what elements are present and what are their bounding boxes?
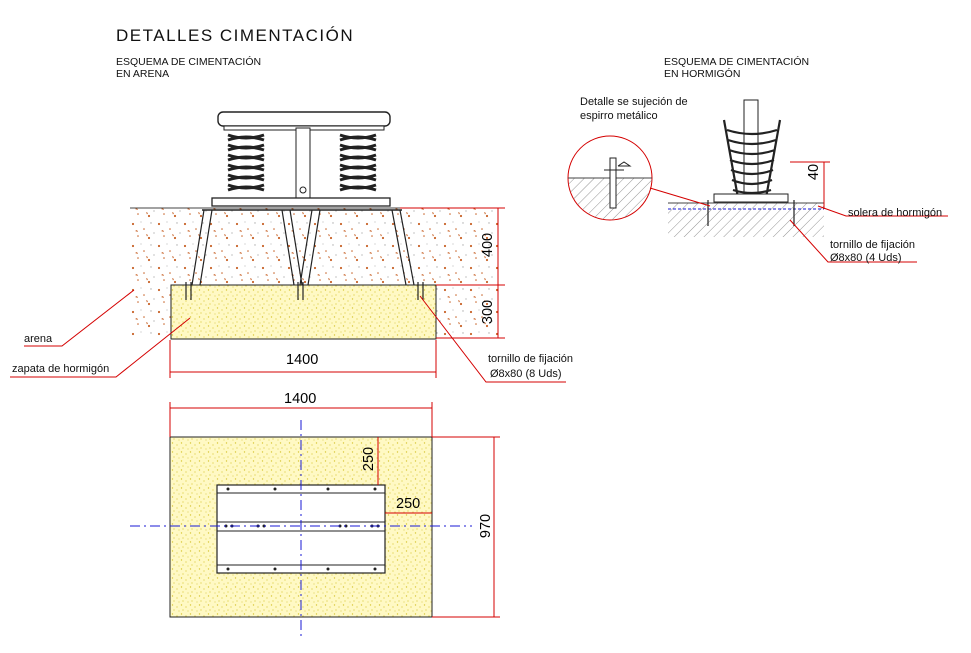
dim-plan-depth: 970 — [478, 513, 495, 539]
seat-plate — [217, 111, 391, 127]
sand-scheme-title-1: ESQUEMA DE CIMENTACIÓN — [116, 56, 262, 68]
concrete-scheme-title-1: ESQUEMA DE CIMENTACIÓN — [664, 56, 810, 68]
label-tornillo-conc-2: Ø8x80 (4 Uds) — [830, 252, 902, 264]
detail-note-2: espirro metálico — [580, 110, 658, 122]
concrete-section — [567, 99, 948, 263]
steel-frame — [191, 209, 415, 286]
dim-concrete-anchor: 40 — [806, 163, 823, 181]
label-arena: arena — [24, 333, 53, 345]
dim-plan-offset-side: 250 — [396, 496, 421, 512]
label-tornillo-sand-1: tornillo de fijación — [488, 353, 573, 365]
base-plate — [211, 197, 391, 207]
detail-note-1: Detalle se sujeción de — [580, 96, 688, 108]
spring-right — [339, 133, 377, 192]
spring-left — [227, 133, 265, 192]
label-tornillo-conc-1: tornillo de fijación — [830, 239, 915, 251]
dim-section-depth-footing: 300 — [480, 299, 497, 325]
concrete-scheme-title-2: EN HORMIGÓN — [664, 68, 741, 80]
label-tornillo-sand-2: Ø8x80 (8 Uds) — [490, 368, 562, 380]
label-zapata: zapata de hormigón — [12, 363, 110, 375]
plan-view — [130, 402, 500, 640]
sand-scheme-title-2: EN ARENA — [116, 68, 170, 80]
drawing-title: DETALLES CIMENTACIÓN — [116, 26, 355, 45]
dim-section-depth-sand: 400 — [480, 232, 497, 258]
dim-plan-offset-top: 250 — [361, 446, 378, 472]
label-solera: solera de hormigón — [848, 207, 943, 219]
concrete-spring — [722, 119, 782, 199]
dim-section-width: 1400 — [286, 352, 319, 368]
sand-section — [10, 111, 566, 383]
dim-plan-width: 1400 — [284, 391, 317, 407]
